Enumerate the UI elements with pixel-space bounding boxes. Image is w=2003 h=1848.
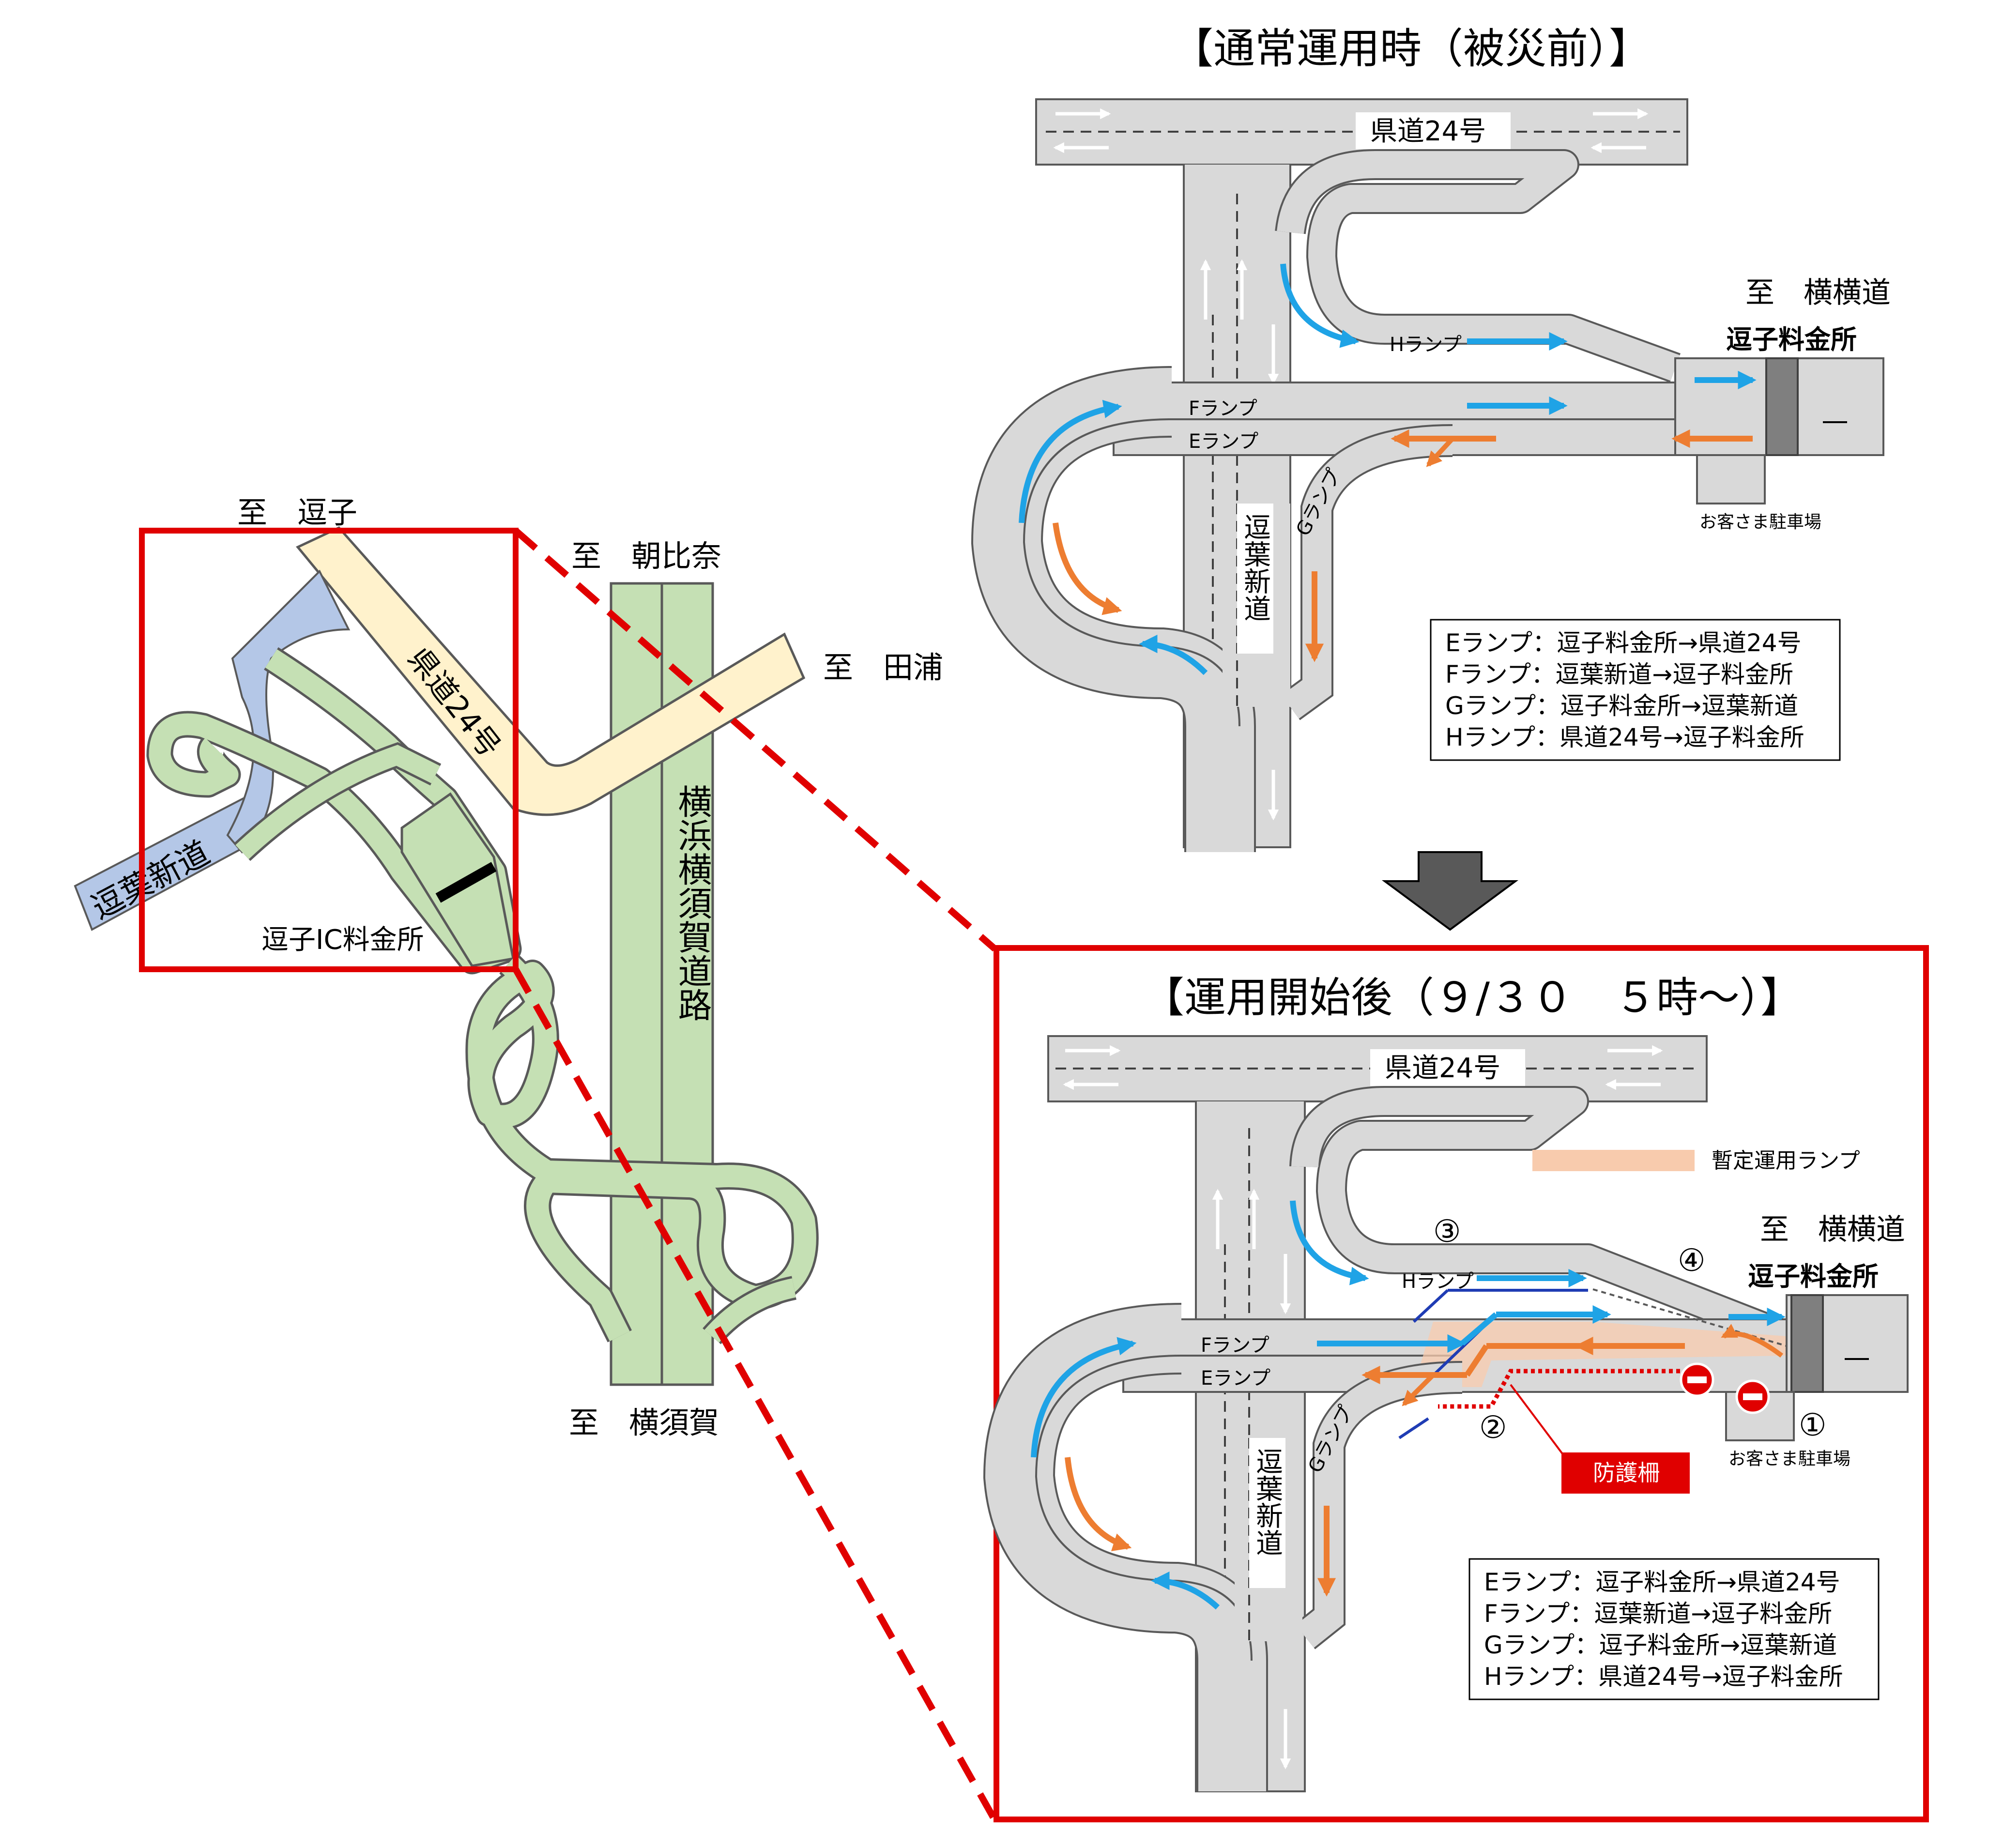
after-no-entry-sign-2 xyxy=(1735,1379,1770,1414)
zoom-frame xyxy=(139,528,519,972)
after-temp-ramp-swatch xyxy=(1532,1150,1695,1171)
zoom-line-bottom xyxy=(512,967,998,1822)
after-h-ramp xyxy=(1291,1088,1792,1349)
before-zuyo-label-2: 逗葉新道 xyxy=(1239,513,1271,622)
before-legend-f: Fランプ：逗葉新道→逗子料金所 xyxy=(1445,660,1793,688)
after-road-24-label: 県道24号 xyxy=(1385,1053,1500,1084)
before-legend-g: Gランプ：逗子料金所→逗葉新道 xyxy=(1445,692,1798,720)
before-legend-h: Hランプ：県道24号→逗子料金所 xyxy=(1445,723,1804,751)
before-tollgate-label: 逗子料金所 xyxy=(1726,324,1857,355)
after-num-4: ④ xyxy=(1678,1243,1705,1279)
before-h-ramp-label: Hランプ xyxy=(1390,334,1462,356)
before-toll-booth xyxy=(1765,357,1799,456)
after-legend-e: Eランプ：逗子料金所→県道24号 xyxy=(1484,1568,1840,1596)
prefectural-road-shape xyxy=(296,526,806,816)
after-guard-fence-box xyxy=(1561,1452,1690,1494)
after-e-ramp-label: Eランプ xyxy=(1201,1367,1270,1390)
after-legend-h: Hランプ：県道24号→逗子料金所 xyxy=(1484,1663,1843,1691)
overview-toll-bar xyxy=(435,862,497,903)
after-num-2: ② xyxy=(1479,1410,1507,1446)
after-h-ramp-label: Hランプ xyxy=(1402,1270,1474,1293)
before-diagram: 【通常運用時（被災前）】 県道24号 逗葉新道 xyxy=(971,25,1891,852)
label-to-asahina: 至 朝比奈 xyxy=(571,538,721,574)
after-parking-label: お客さま駐車場 xyxy=(1728,1449,1850,1469)
after-to-yokoyoko: 至 横横道 xyxy=(1760,1213,1905,1247)
after-temp-ramp-legend: 暫定運用ランプ xyxy=(1712,1148,1860,1173)
before-to-yokoyoko: 至 横横道 xyxy=(1745,276,1891,310)
after-toll-booth xyxy=(1790,1294,1824,1393)
after-f-ramp-label: Fランプ xyxy=(1201,1334,1269,1357)
after-legend-g: Gランプ：逗子料金所→逗葉新道 xyxy=(1484,1631,1837,1659)
label-to-zushi: 至 逗子 xyxy=(237,495,357,530)
before-title: 【通常運用時（被災前）】 xyxy=(1172,25,1651,73)
zoom-line-top xyxy=(513,528,997,952)
before-e-ramp-label: Eランプ xyxy=(1189,430,1258,453)
after-frame xyxy=(994,945,1929,1822)
after-title: 【運用開始後（９/３０ ５時～）】 xyxy=(1143,974,1802,1022)
before-legend-box xyxy=(1430,619,1841,761)
before-road-24-label: 県道24号 xyxy=(1370,116,1486,147)
after-num-1: ① xyxy=(1799,1407,1826,1443)
before-legend-e: Eランプ：逗子料金所→県道24号 xyxy=(1445,629,1802,657)
label-yokohama-yokosuka-road: 横浜横須賀道路 xyxy=(673,784,712,1022)
label-to-yokosuka: 至 横須賀 xyxy=(569,1405,719,1440)
before-f-ramp-label: Fランプ xyxy=(1189,397,1257,420)
transition-arrow xyxy=(1381,851,1519,931)
after-diagram: 【運用開始後（９/３０ ５時～）】 県道24号 xyxy=(983,945,1929,1822)
before-parking xyxy=(1696,454,1766,504)
label-tollgate: 逗子IC料金所 xyxy=(261,924,424,956)
after-zuyo-label: 逗葉新道 xyxy=(1252,1448,1283,1556)
after-no-entry-sign-1 xyxy=(1680,1362,1714,1397)
after-loop xyxy=(985,1305,1266,1791)
after-guard-fence-line xyxy=(1438,1369,1680,1409)
before-parking-label: お客さま駐車場 xyxy=(1699,512,1821,532)
after-legend-f: Fランプ：逗葉新道→逗子料金所 xyxy=(1484,1600,1832,1628)
after-guard-fence-label: 防護柵 xyxy=(1593,1460,1660,1486)
after-legend-box xyxy=(1468,1558,1880,1700)
after-tollgate-label: 逗子料金所 xyxy=(1748,1261,1879,1292)
label-to-taura: 至 田浦 xyxy=(823,650,943,685)
overview-map: 至 逗子 至 朝比奈 至 田浦 至 横須賀 県道24号 逗葉新道 横浜横須賀道路… xyxy=(74,495,998,1822)
after-temp-ramp xyxy=(1414,1322,1787,1387)
after-num-3: ③ xyxy=(1433,1214,1461,1250)
